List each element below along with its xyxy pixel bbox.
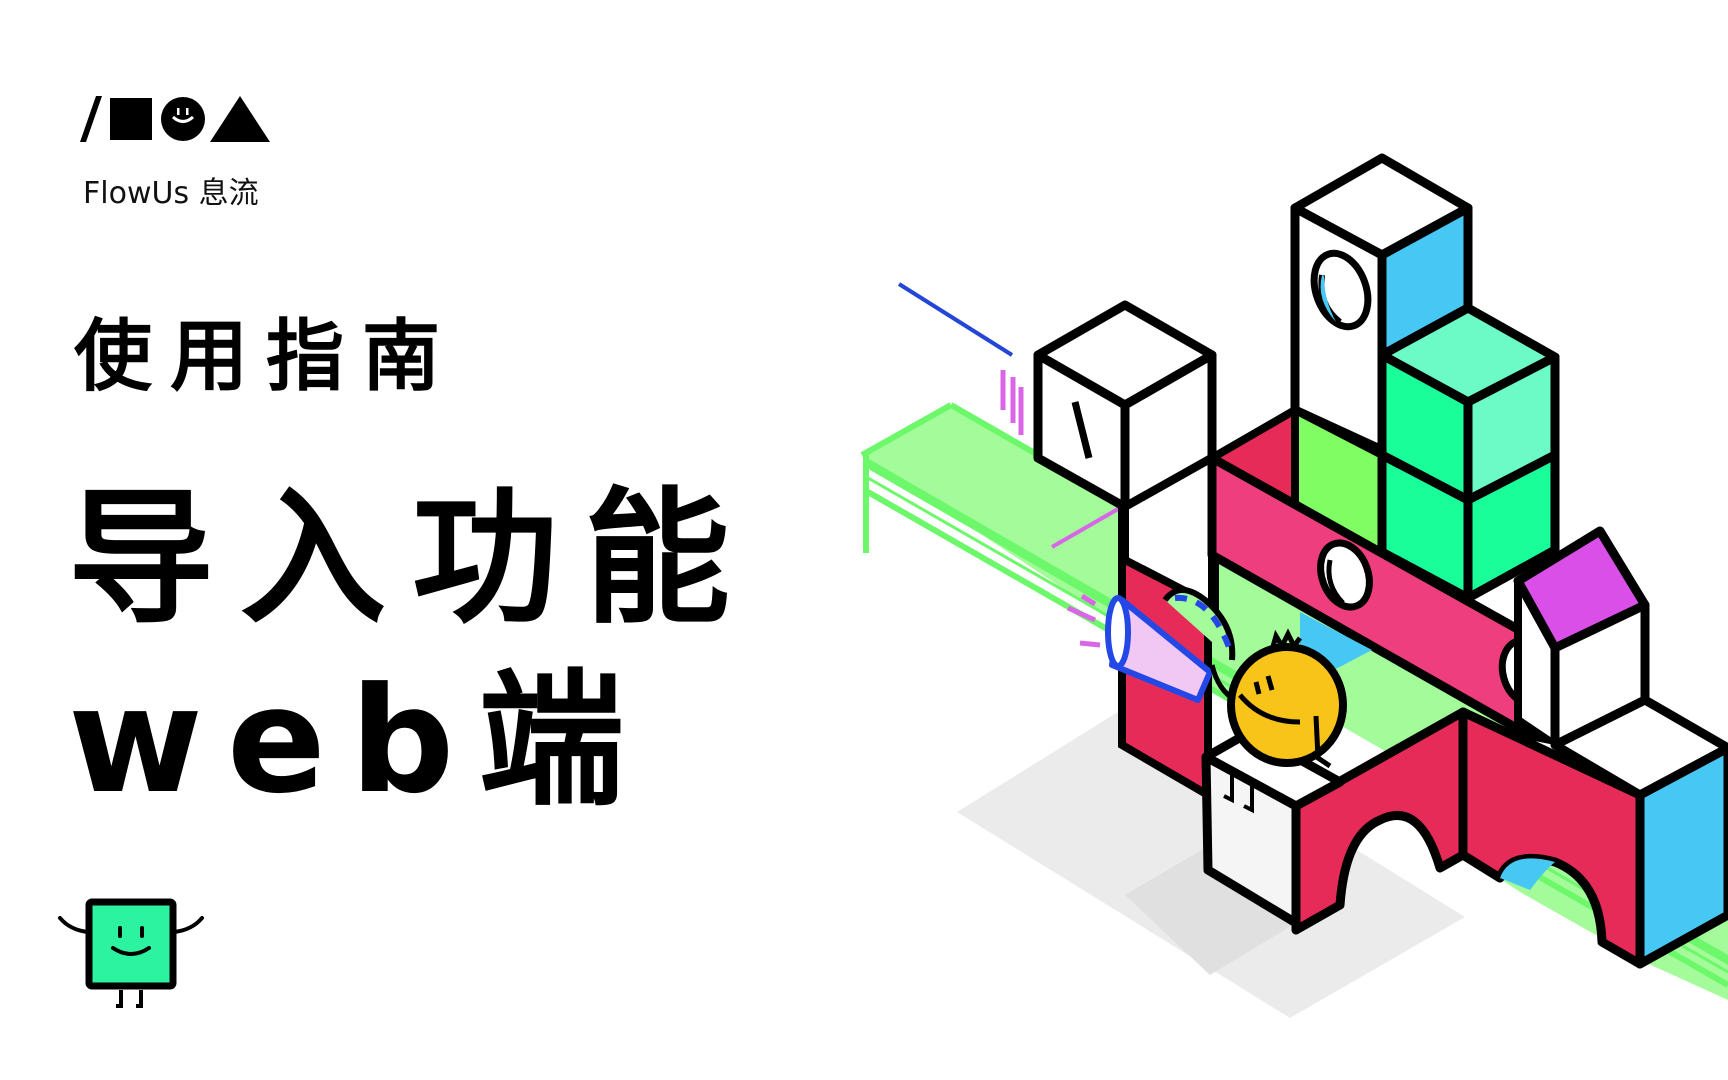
- flowus-logo: [80, 96, 270, 142]
- square-icon: [110, 98, 152, 140]
- megaphone-icon: [1066, 587, 1236, 703]
- page-subtitle: 使用指南: [74, 312, 459, 402]
- smiley-circle-icon: [161, 97, 205, 141]
- page-title-line2: web端: [68, 656, 649, 826]
- triangle-icon: [210, 96, 270, 142]
- blue-line: [897, 282, 1014, 357]
- page-title: 导入功能: [68, 474, 756, 644]
- red-arches: [1291, 707, 1645, 969]
- blue-cube: [1550, 695, 1728, 969]
- green-cube-stack: [1377, 303, 1560, 603]
- slash-icon: [80, 96, 102, 142]
- white-cube-bottom: [1201, 727, 1345, 928]
- yellow-smiley-character: [1209, 628, 1347, 814]
- motion-lines: [1000, 370, 1119, 549]
- tall-tower: [1290, 153, 1473, 455]
- brand-name: FlowUs 息流: [83, 176, 259, 211]
- square-mascot-icon: [58, 898, 204, 1008]
